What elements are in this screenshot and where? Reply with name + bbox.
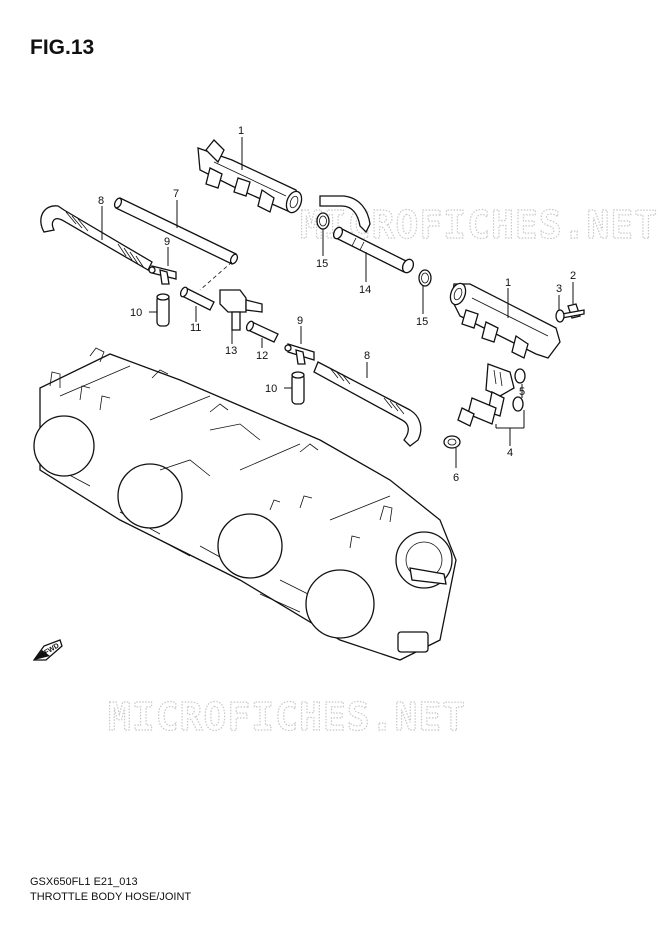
hose-14	[319, 195, 415, 274]
throttle-body-assembly	[33, 347, 457, 661]
callout-14: 14	[359, 284, 371, 296]
o-ring-15-upper	[316, 212, 330, 230]
callout-6: 6	[453, 472, 459, 484]
t-joint-9-lower	[284, 343, 315, 365]
joint-13	[219, 289, 263, 331]
t-joint-9-upper	[148, 265, 177, 285]
callout-1-lower: 1	[505, 277, 511, 289]
fuel-delivery-pipe-upper	[197, 139, 303, 214]
figure-title: FIG.13	[30, 36, 95, 59]
hose-8-right	[313, 361, 422, 447]
figure-footer: GSX650FL1 E21_013 THROTTLE BODY HOSE/JOI…	[30, 875, 191, 905]
callout-13: 13	[225, 345, 237, 357]
callout-11: 11	[190, 322, 201, 334]
callout-7: 7	[173, 188, 179, 200]
hose-7	[113, 197, 239, 265]
callout-5: 5	[519, 386, 525, 398]
callout-15-upper: 15	[316, 258, 328, 270]
callout-9-upper: 9	[164, 236, 170, 248]
watermark-bottom: MICROFICHES.NET	[108, 695, 466, 739]
cap-10-upper	[156, 293, 170, 327]
callout-9-lower: 9	[297, 315, 303, 327]
callout-8-right: 8	[364, 350, 370, 362]
callout-10-lower: 10	[265, 383, 277, 395]
figure-code: GSX650FL1 E21_013	[30, 876, 138, 888]
callout-8-left: 8	[98, 195, 104, 207]
fwd-arrow-icon: FWD	[32, 639, 63, 661]
fuel-delivery-pipe-lower	[449, 282, 561, 359]
o-ring-15-lower	[418, 269, 432, 287]
hose-8-left	[40, 205, 153, 271]
callout-2: 2	[570, 270, 576, 282]
callout-1-upper: 1	[238, 125, 244, 137]
callout-15-lower: 15	[416, 316, 428, 328]
cap-10-lower	[291, 371, 305, 405]
screw-2	[561, 303, 585, 319]
o-ring-5	[512, 368, 526, 412]
hose-12	[245, 320, 279, 343]
callout-4: 4	[507, 447, 513, 459]
injector-4	[457, 363, 515, 427]
callout-3: 3	[556, 283, 562, 295]
figure-caption: THROTTLE BODY HOSE/JOINT	[30, 891, 192, 903]
seal-6	[443, 435, 461, 449]
callout-12: 12	[256, 350, 268, 362]
hose-11	[179, 286, 215, 311]
washer-3	[555, 309, 565, 323]
callout-10-upper: 10	[130, 307, 142, 319]
